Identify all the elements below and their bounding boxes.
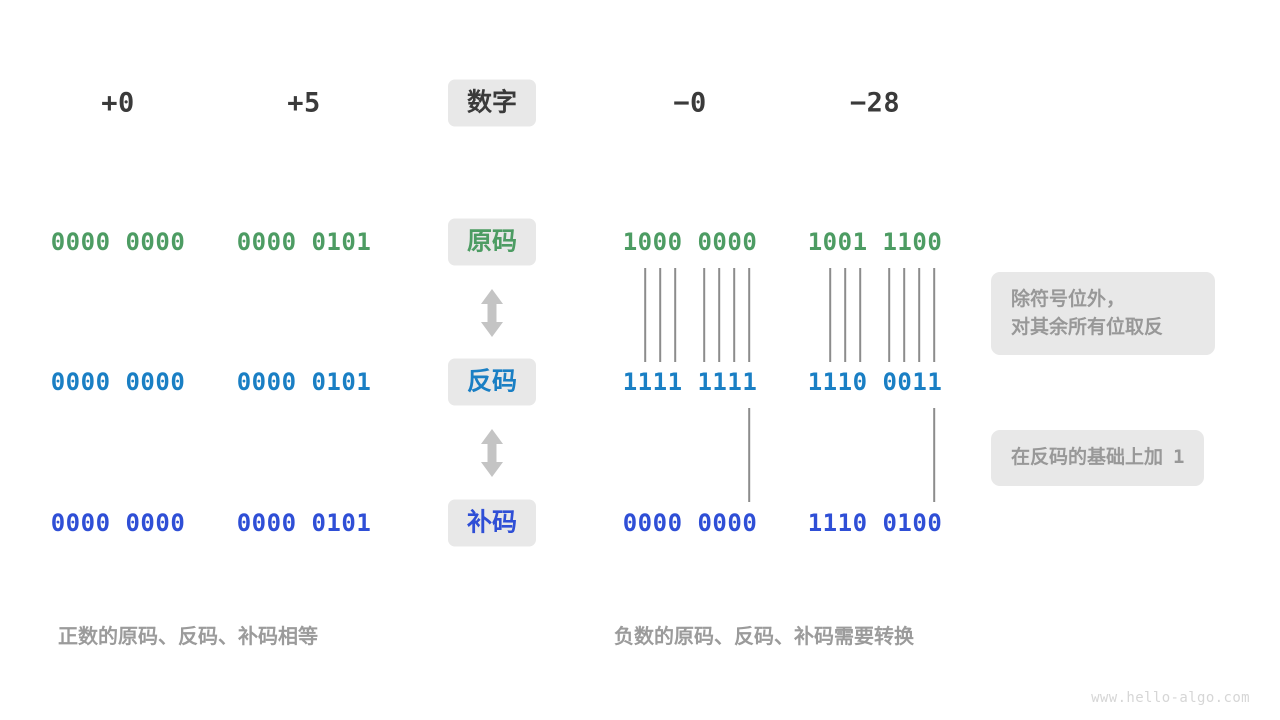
- bits-ones-complement-plus-zero: 0000 0000: [50, 368, 186, 396]
- note-add-one-value: 1: [1173, 446, 1185, 468]
- row-label-twos-complement-text: 补码: [447, 499, 537, 547]
- bits-ones-complement-plus-five: 0000 0101: [236, 368, 372, 396]
- note-invert-bits-line1: 除符号位外，: [1011, 289, 1126, 310]
- bit-connector-line: [903, 268, 905, 362]
- bit-connector-line: [859, 268, 861, 362]
- bit-connector-line: [659, 268, 661, 362]
- watermark: www.hello-algo.com: [1091, 690, 1250, 706]
- bidirectional-arrow-icon-top: [479, 287, 505, 339]
- bit-connector-line: [703, 268, 705, 362]
- note-invert-bits: 除符号位外， 对其余所有位取反: [991, 272, 1215, 356]
- bits-true-form-minus-twentyeight: 1001 1100: [807, 228, 943, 256]
- bidirectional-arrow-icon-bottom: [479, 427, 505, 479]
- bit-connector-line: [829, 268, 831, 362]
- bits-true-form-minus-zero: 1000 0000: [622, 228, 758, 256]
- row-label-ones-complement: 反码: [447, 358, 537, 406]
- bits-twos-complement-plus-zero: 0000 0000: [50, 509, 186, 537]
- bit-connector-line: [933, 268, 935, 362]
- bit-connector-line: [733, 268, 735, 362]
- bit-connector-line: [644, 268, 646, 362]
- column-header-minus-zero: −0: [673, 87, 707, 119]
- row-label-true-form-text: 原码: [447, 218, 537, 266]
- note-add-one: 在反码的基础上加 1: [991, 430, 1205, 486]
- note-invert-bits-line2: 对其余所有位取反: [1011, 316, 1164, 338]
- column-header-plus-zero: +0: [101, 87, 135, 119]
- column-header-plus-five: +5: [287, 87, 321, 119]
- row-label-number: 数字: [447, 79, 537, 127]
- bits-twos-complement-plus-five: 0000 0101: [236, 509, 372, 537]
- carry-connector-line: [748, 408, 750, 502]
- bit-connector-line: [748, 268, 750, 362]
- bit-connector-line: [918, 268, 920, 362]
- bits-twos-complement-minus-twentyeight: 1110 0100: [807, 509, 943, 537]
- bit-connector-line: [718, 268, 720, 362]
- bits-ones-complement-minus-zero: 1111 1111: [622, 368, 758, 396]
- bit-connector-line: [844, 268, 846, 362]
- row-label-ones-complement-text: 反码: [447, 358, 537, 406]
- row-label-number-text: 数字: [447, 79, 537, 127]
- note-add-one-text: 在反码的基础上加: [1011, 447, 1164, 468]
- bit-connector-line: [888, 268, 890, 362]
- bit-connector-line: [674, 268, 676, 362]
- bits-twos-complement-minus-zero: 0000 0000: [622, 509, 758, 537]
- row-label-true-form: 原码: [447, 218, 537, 266]
- column-header-minus-twentyeight: −28: [849, 87, 901, 119]
- caption-positive: 正数的原码、反码、补码相等: [58, 626, 318, 648]
- bits-true-form-plus-five: 0000 0101: [236, 228, 372, 256]
- bits-true-form-plus-zero: 0000 0000: [50, 228, 186, 256]
- bits-ones-complement-minus-twentyeight: 1110 0011: [807, 368, 943, 396]
- caption-negative: 负数的原码、反码、补码需要转换: [614, 626, 914, 648]
- carry-connector-line: [933, 408, 935, 502]
- row-label-twos-complement: 补码: [447, 499, 537, 547]
